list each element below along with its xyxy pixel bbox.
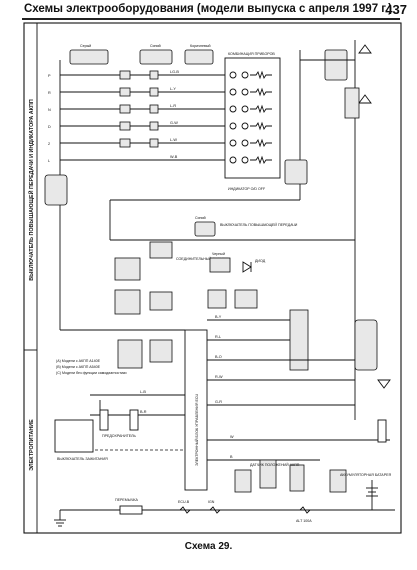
wire-code-9: B-O: [215, 355, 222, 359]
od-section-label: ВЫКЛЮЧАТЕЛЬ ПОВЫШАЮЩЕЙ ПЕРЕДАЧИ И ИНДИКА…: [27, 99, 35, 281]
fusible-link-1: [179, 506, 191, 514]
fusible-link-2: [209, 506, 221, 514]
page-title: Схемы электрооборудования (модели выпуск…: [24, 3, 392, 15]
wire-code-11: G-R: [215, 400, 222, 404]
wire-code-4: G-W: [170, 121, 178, 125]
figure-caption: Схема 29.: [184, 541, 233, 552]
diode-label: ДИОД: [255, 259, 266, 263]
wire-code-10: R-W: [215, 375, 223, 379]
connector-mid-1: [114, 289, 141, 315]
black-connector-label: Черный: [212, 252, 225, 256]
wire-code-13: B-R: [140, 410, 147, 414]
ecu-block: [184, 329, 208, 491]
diode-symbol: [242, 261, 252, 273]
wire-code-5: L-W: [170, 138, 177, 142]
connector-lower-3: [289, 464, 305, 492]
fuse-right: [377, 419, 387, 443]
ign-label: IGN: [208, 500, 215, 504]
wire-code-3: L-R: [170, 104, 176, 108]
connector-block-2: [139, 49, 173, 65]
connector-mid-4: [234, 289, 258, 309]
meter-connector: [284, 159, 308, 185]
joint-connector-2: [149, 241, 173, 259]
wire-code-8: R-L: [215, 335, 221, 339]
page-header: Схемы электрооборудования (модели выпуск…: [0, 0, 417, 20]
fuse-block-label: ПРЕДОХРАНИТЕЛЬ: [102, 434, 137, 438]
note-b: (B) Модели с АКПП A540E: [56, 365, 101, 369]
ignition-switch-label: ВЫКЛЮЧАТЕЛЬ ЗАЖИГАНИЯ: [57, 457, 108, 461]
connector-lower-4: [329, 469, 347, 493]
connector-gray-label: Серый: [80, 44, 91, 48]
wire-code-6: W-B: [170, 155, 178, 159]
left-connector: [44, 174, 68, 206]
wire-code-12: L-B: [140, 390, 146, 394]
battery-label: АККУМУЛЯТОРНАЯ БАТАРЕЯ: [340, 473, 391, 477]
wire-code-1: LG-B: [170, 70, 179, 74]
connector-lower-2: [259, 459, 277, 489]
connector-column: [289, 309, 309, 371]
page-number: 437: [385, 2, 407, 17]
instrument-cluster-label: КОМБИНАЦИЯ ПРИБОРОВ: [228, 52, 275, 56]
wire-code-7: B-Y: [215, 315, 222, 319]
connector-block-3: [184, 49, 214, 65]
od-switch-connector: [194, 221, 216, 237]
note-c: (C) Модели без функции самодиагностики: [56, 371, 127, 375]
wire-code-2: L-Y: [170, 87, 176, 91]
gear-2: 2: [48, 142, 50, 146]
jumper-fuse: [119, 505, 143, 515]
ground-symbol-3: [377, 379, 391, 389]
wire-code-15: B: [230, 455, 233, 459]
connector-block-right: [324, 49, 348, 81]
ecu-connector-right: [354, 319, 378, 371]
jumper-label: ПЕРЕМЫЧКА: [115, 498, 138, 502]
note-a: (A) Модели с АКПП A140E: [56, 359, 101, 363]
connector-block-1: [69, 49, 109, 65]
connector-blue-label: Синий: [150, 44, 161, 48]
ecu-wires: [60, 319, 390, 461]
right-relay: [344, 87, 360, 119]
od-switch-label: ВЫКЛЮЧАТЕЛЬ ПОВЫШАЮЩЕЙ ПЕРЕДАЧИ: [220, 223, 298, 227]
ground-symbol-2: [358, 94, 372, 104]
wire-code-14: W: [230, 435, 234, 439]
pos-switch-label: ДАТЧИК ПОЛОЖЕНИЙ АКПП: [250, 463, 300, 467]
ground-bottom-left: [54, 510, 66, 527]
diagram-frame: [23, 22, 402, 534]
connector-mid-2: [149, 291, 173, 311]
alt-fuse-label: ALT 100A: [296, 519, 312, 523]
fuse-1: [99, 409, 109, 431]
battery-symbol: [366, 480, 378, 510]
ignition-switch: [54, 419, 94, 453]
ground-symbol-1: [358, 44, 372, 54]
fusible-link-3: [299, 506, 311, 514]
gear-l: L: [48, 159, 50, 163]
gear-r: R: [48, 91, 51, 95]
gear-d: D: [48, 125, 51, 129]
connector-left-lower-2: [149, 339, 173, 363]
gear-n: N: [48, 108, 51, 112]
power-section-label: ЭЛЕКТРОПИТАНИЕ: [29, 419, 35, 471]
connector-brown-label: Коричневый: [190, 44, 210, 48]
connector-lower-1: [234, 469, 252, 493]
connector-left-lower: [117, 339, 143, 369]
od-switch-color: Синий: [195, 216, 206, 220]
joint-connector-1: [114, 257, 141, 281]
position-indicator-rows: [60, 70, 272, 165]
joint-connector-label: СОЕДИНИТЕЛЬНЫЙ РАЗЪЕМ: [176, 257, 228, 261]
od-off-label: ИНДИКАТОР O/D OFF: [228, 187, 266, 191]
fuse-2: [129, 409, 139, 431]
ecu-label: ЭЛЕКТРОННЫЙ БЛОК УПРАВЛЕНИЯ ECU: [195, 394, 199, 466]
gear-p: P: [48, 74, 51, 78]
connector-mid-3: [207, 289, 227, 309]
header-divider: [22, 18, 400, 20]
black-connector: [209, 257, 231, 273]
ecu-b-label: ECU-B: [178, 500, 190, 504]
